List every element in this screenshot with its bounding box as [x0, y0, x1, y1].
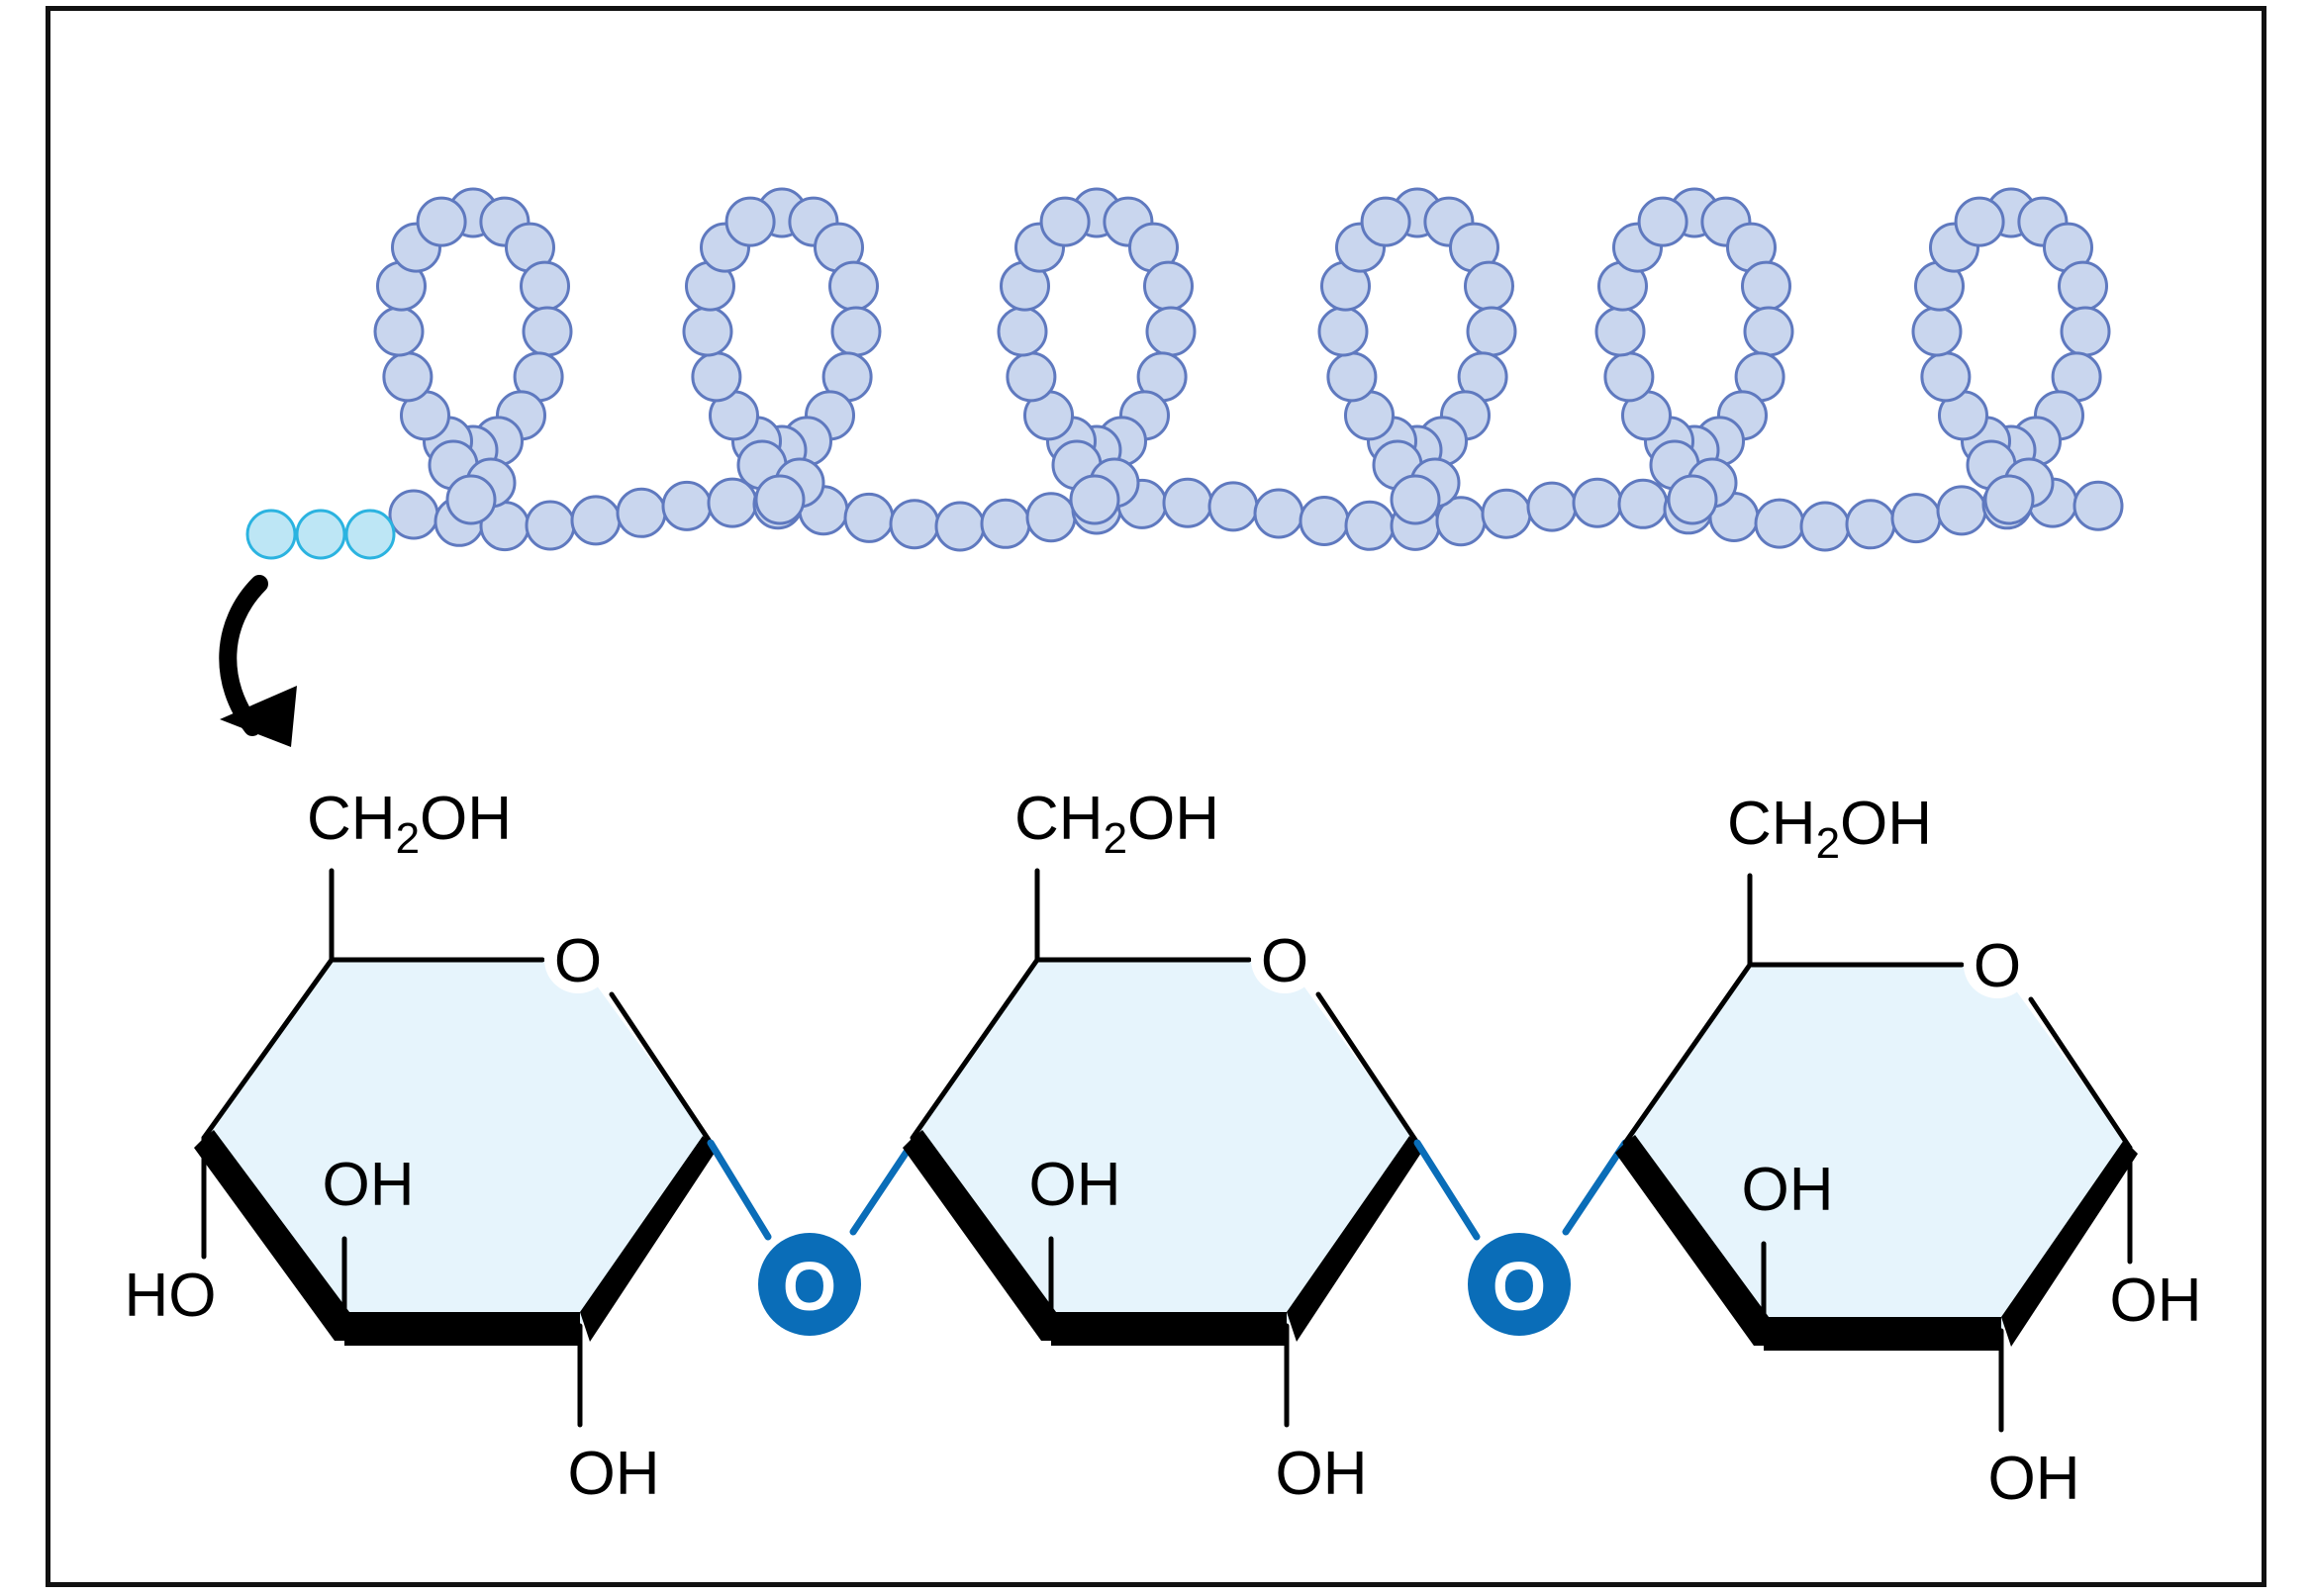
- glucose-bead: [724, 196, 776, 247]
- glucose-bead: [1162, 477, 1213, 528]
- glucose-bead: [1637, 196, 1688, 247]
- glucose-bead: [1025, 492, 1077, 543]
- upper-oh-label: OH: [323, 1151, 415, 1219]
- glucose-bead: [1617, 478, 1669, 529]
- lower-oh-label: OH: [1988, 1445, 2080, 1513]
- ch2oh-label: CH2OH: [1727, 790, 1932, 868]
- glucose-bead: [1890, 493, 1942, 544]
- glucose-unit-3: CH2OH O OH OH OH: [1615, 790, 2202, 1513]
- glucose-bead: [2072, 480, 2124, 531]
- glucose-bead: [661, 480, 713, 531]
- glucose-bead: [1207, 481, 1259, 532]
- lower-oh-label: OH: [1276, 1440, 1368, 1508]
- glucose-bead: [1344, 500, 1396, 551]
- glycosidic-linkage-1: O: [707, 1139, 916, 1336]
- lower-oh-label: OH: [568, 1440, 660, 1508]
- linkage-oxygen-label: O: [1493, 1248, 1546, 1325]
- glucose-bead: [691, 351, 742, 403]
- glucose-bead: [570, 495, 622, 546]
- glucose-bead: [1754, 498, 1805, 549]
- glucose-bead: [1326, 351, 1378, 403]
- glucose-bead: [1743, 306, 1794, 357]
- highlighted-bead: [295, 509, 346, 560]
- glucose-bead: [1667, 474, 1718, 525]
- glucose-bead: [1390, 474, 1441, 525]
- glucose-bead: [522, 306, 573, 357]
- glycosidic-linkage-2: O: [1413, 1139, 1629, 1336]
- glucose-bead: [1039, 196, 1091, 247]
- glucose-bead: [1317, 306, 1369, 357]
- glucose-bead: [682, 306, 733, 357]
- curved-arrow-icon: [219, 575, 297, 747]
- glucose-unit-2: CH2OH O OH OH: [903, 785, 1423, 1508]
- ring-oxygen-label: O: [1974, 932, 2021, 1000]
- glucose-bead: [830, 306, 882, 357]
- ch2oh-label: CH2OH: [1014, 785, 1219, 863]
- glucose-bead: [1741, 260, 1791, 312]
- glucose-rings: CH2OH O OH OH HO O: [125, 785, 2202, 1513]
- glucose-bead: [1466, 306, 1517, 357]
- right-oh-label: OH: [2110, 1267, 2202, 1335]
- glucose-bead: [1069, 474, 1120, 525]
- ch2oh-label: CH2OH: [307, 785, 512, 863]
- glucose-bead: [1360, 196, 1411, 247]
- upper-oh-label: OH: [1029, 1151, 1121, 1219]
- glucose-bead: [1006, 351, 1057, 403]
- glucose-bead: [754, 474, 806, 525]
- glucose-unit-1: CH2OH O OH OH HO: [125, 785, 717, 1508]
- glucose-bead: [2058, 260, 2108, 312]
- glucose-bead: [1911, 306, 1963, 357]
- glucose-bead: [1594, 306, 1646, 357]
- highlighted-bead: [245, 509, 297, 560]
- glucose-bead: [416, 196, 467, 247]
- glucose-bead: [520, 260, 570, 312]
- glucose-bead: [828, 260, 879, 312]
- glucose-bead: [382, 351, 434, 403]
- glucose-bead: [1983, 474, 2035, 525]
- glucose-bead: [616, 487, 667, 538]
- glucose-bead: [889, 499, 940, 550]
- glucose-bead: [373, 306, 425, 357]
- ring-oxygen-label: O: [1261, 927, 1308, 995]
- polymer-chain: [373, 187, 2124, 552]
- ring-bold-edge: [194, 1130, 352, 1341]
- glucose-bead: [1572, 477, 1623, 528]
- glucose-bead: [1145, 306, 1197, 357]
- glucose-bead: [1920, 351, 1972, 403]
- linkage-oxygen-label: O: [783, 1248, 836, 1325]
- glucose-bead: [1253, 488, 1304, 539]
- glucose-bead: [1143, 260, 1194, 312]
- ring-fill: [204, 960, 711, 1326]
- highlighted-bead: [344, 509, 396, 560]
- glucose-bead: [997, 306, 1048, 357]
- glucose-bead: [1603, 351, 1655, 403]
- glucose-bead: [525, 500, 576, 551]
- ring-oxygen-label: O: [554, 927, 602, 995]
- glucose-bead: [980, 498, 1031, 549]
- glucose-bead: [1845, 499, 1896, 550]
- glucose-bead: [1936, 485, 1987, 536]
- glucose-bead: [843, 492, 895, 543]
- glucose-bead: [388, 489, 439, 540]
- glucose-bead: [1299, 496, 1350, 546]
- glucose-bead: [1799, 501, 1851, 552]
- left-ho-label: HO: [125, 1262, 217, 1330]
- glucose-bead: [1954, 196, 2005, 247]
- glucose-bead: [2060, 306, 2111, 357]
- glucose-bead: [934, 501, 986, 552]
- highlighted-glucose-units: [245, 509, 396, 560]
- glucose-bead: [1481, 488, 1532, 539]
- glucose-bead: [1464, 260, 1514, 312]
- glucose-bead: [445, 474, 497, 525]
- upper-oh-label: OH: [1742, 1156, 1834, 1224]
- glucose-bead: [1526, 481, 1578, 532]
